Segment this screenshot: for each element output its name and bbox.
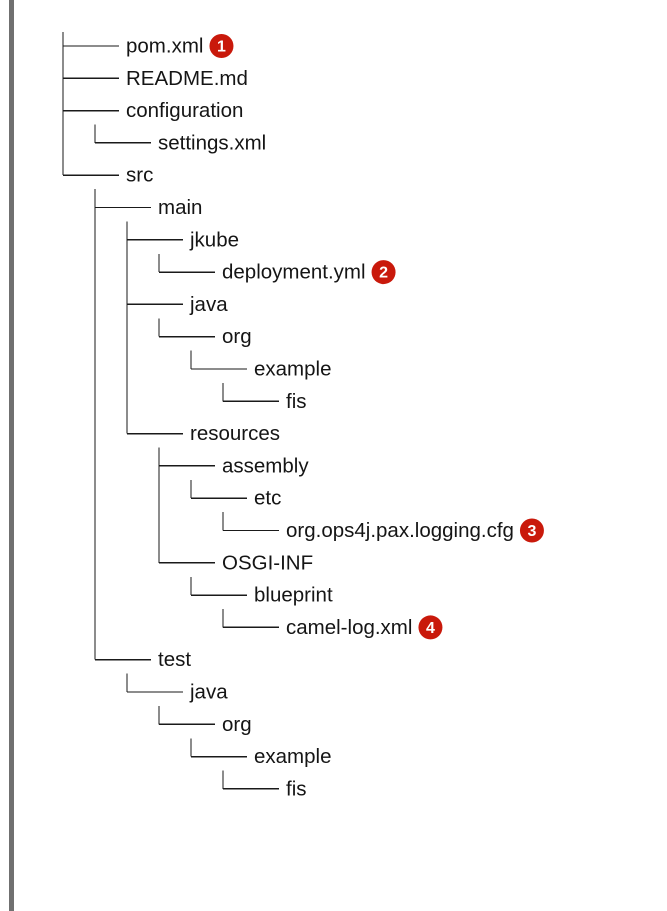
tree-entry-label: README.md (126, 67, 248, 90)
callout-badge (209, 34, 234, 58)
tree-connectors (62, 32, 279, 790)
tree-entry-label: etc (254, 487, 281, 510)
tree-entry-label: example (254, 358, 332, 381)
left-border-rule (9, 0, 14, 911)
tree-entry-label: pom.xml (126, 35, 203, 58)
tree-entry-label: java (189, 681, 228, 704)
tree-entry-label: fis (286, 390, 307, 413)
tree-entry-label: org (222, 713, 252, 736)
callout-number: 4 (426, 620, 435, 637)
tree-entry-label: fis (286, 777, 307, 800)
callout-badge (371, 260, 396, 285)
callout-number: 3 (527, 523, 536, 540)
tree-entry-label: settings.xml (158, 131, 266, 154)
tree-entry-label: deployment.yml (222, 261, 366, 284)
tree-entry-label: configuration (126, 99, 243, 122)
callout-number: 1 (217, 39, 226, 56)
tree-entry-label: assembly (222, 454, 309, 477)
callout-badge (519, 518, 544, 543)
tree-entry-label: java (189, 293, 228, 316)
callout-badge (418, 615, 443, 640)
tree-entry-label: camel-log.xml (286, 616, 412, 639)
tree-entry-label: org (222, 325, 252, 348)
tree-entry-label: src (126, 164, 153, 187)
tree-entry-label: resources (190, 422, 280, 445)
tree-entry-label: OSGI-INF (222, 551, 313, 574)
tree-entry-label: example (254, 745, 332, 768)
tree-entry-label: test (158, 648, 191, 671)
tree-entry-label: main (158, 196, 202, 219)
callout-number: 2 (379, 265, 388, 282)
tree-entry-label: blueprint (254, 584, 333, 607)
tree-entry-label: org.ops4j.pax.logging.cfg (286, 519, 514, 542)
tree-entry-label: jkube (189, 228, 239, 251)
